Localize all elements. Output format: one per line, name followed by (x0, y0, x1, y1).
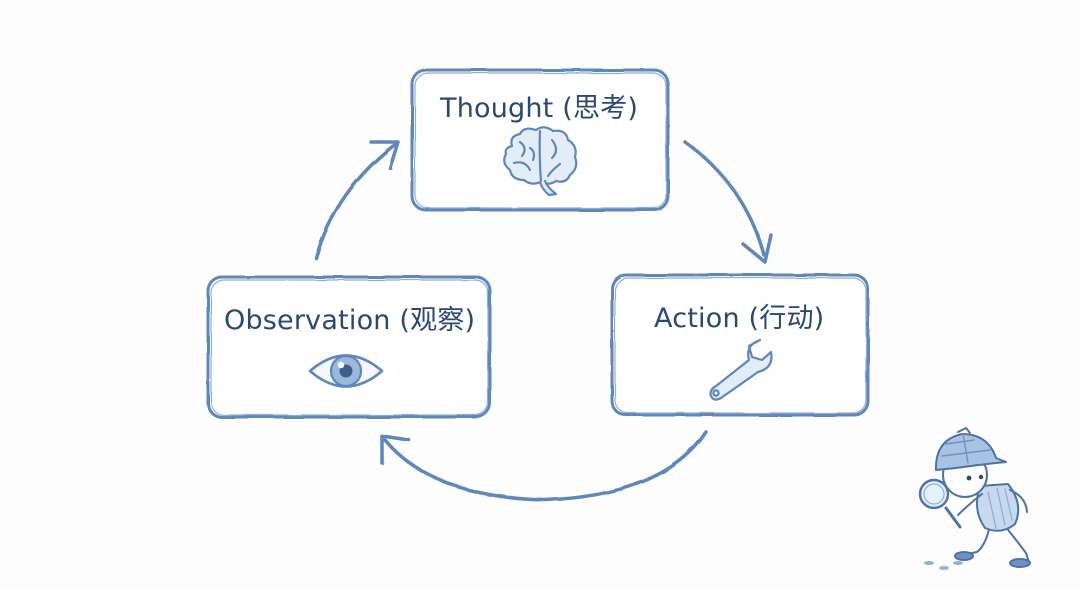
detective-illustration (918, 427, 1031, 570)
arrow-observation-to-thought (314, 140, 400, 260)
thought-label: Thought (思考) (440, 93, 639, 124)
arrow-action-to-observation (380, 430, 708, 502)
action-label: Action (行动) (654, 303, 825, 334)
action-node (610, 273, 870, 417)
eye-icon (308, 354, 384, 388)
wrench-icon (709, 338, 773, 401)
observation-node (206, 275, 492, 419)
observation-label: Observation (观察) (224, 305, 476, 336)
brain-icon (503, 126, 578, 197)
arrow-thought-to-action (683, 140, 773, 264)
